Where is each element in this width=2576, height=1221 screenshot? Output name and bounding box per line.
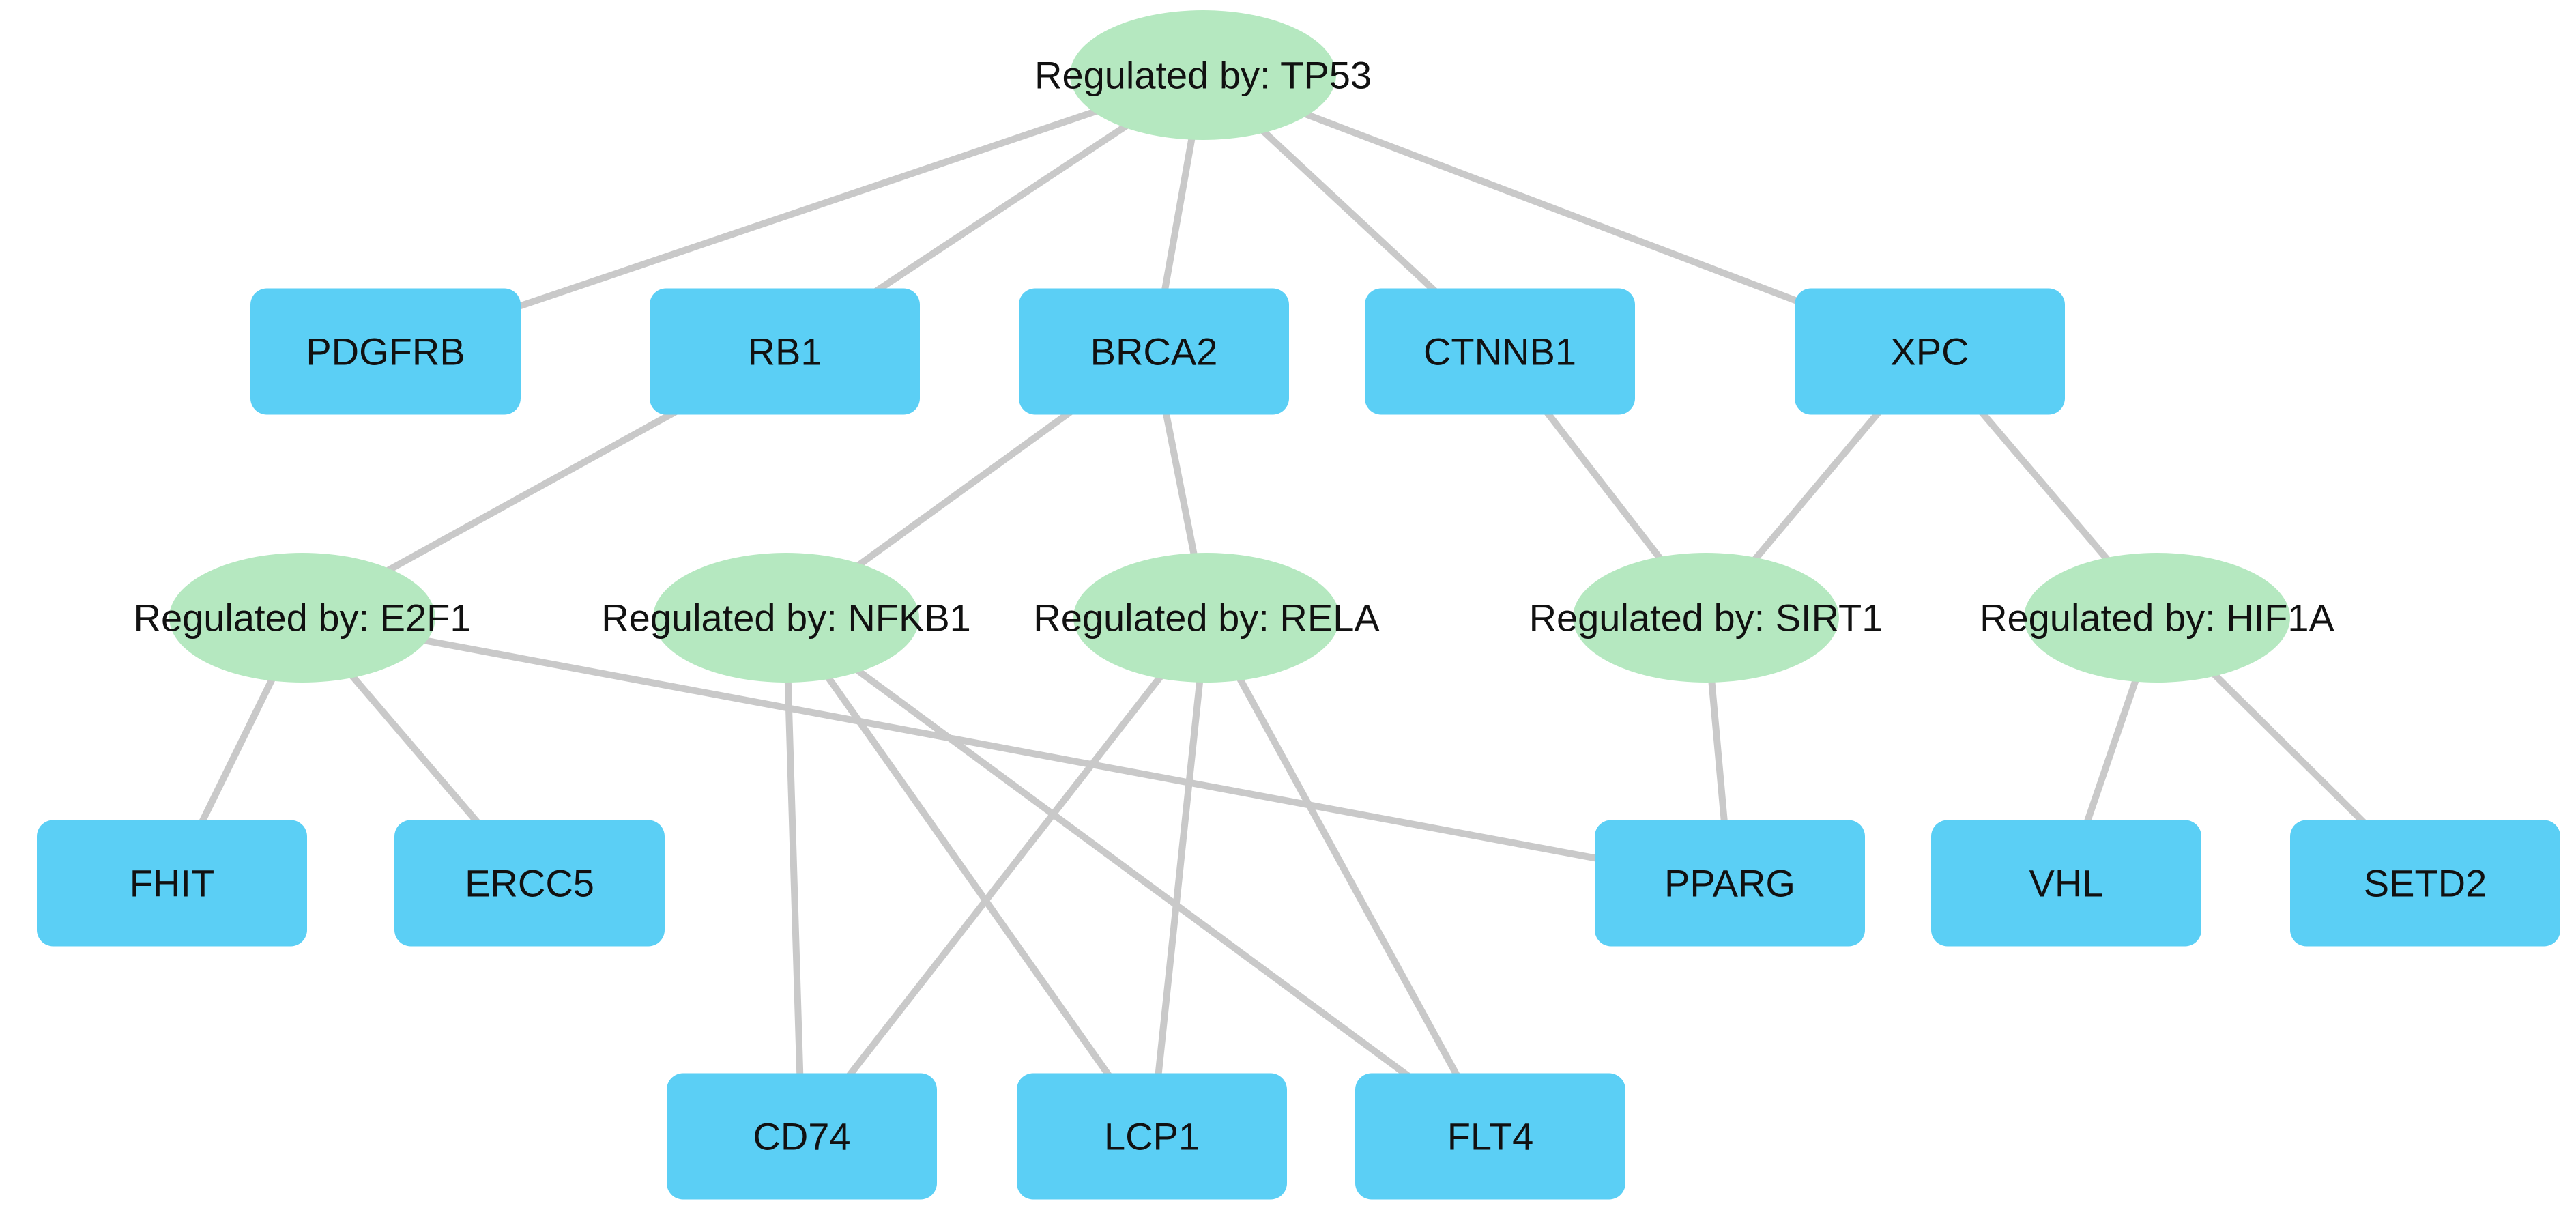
regulator-node-e2f1[interactable]: Regulated by: E2F1 <box>134 553 472 683</box>
gene-node-cd74[interactable]: CD74 <box>667 1073 937 1200</box>
gene-box <box>1931 820 2201 947</box>
gene-node-ctnnb1[interactable]: CTNNB1 <box>1365 288 1635 415</box>
regulator-ellipse <box>653 553 919 683</box>
gene-node-xpc[interactable]: XPC <box>1795 288 2065 415</box>
gene-node-rb1[interactable]: RB1 <box>650 288 920 415</box>
node-label: Regulated by: RELA <box>1033 597 1380 640</box>
gene-box <box>1017 1073 1287 1200</box>
regulator-node-hif1a[interactable]: Regulated by: HIF1A <box>1980 553 2335 683</box>
gene-box <box>1365 288 1635 415</box>
edge-rela-lcp1 <box>1148 614 1210 1140</box>
node-label: CTNNB1 <box>1423 330 1576 373</box>
regulator-ellipse <box>1073 553 1340 683</box>
edge-nfkb1-cd74 <box>783 614 805 1140</box>
gene-node-vhl[interactable]: VHL <box>1931 820 2201 947</box>
node-label: CD74 <box>753 1115 850 1158</box>
node-label: RB1 <box>748 330 822 373</box>
node-label: ERCC5 <box>465 862 594 905</box>
node-label: SETD2 <box>2364 862 2487 905</box>
node-label: Regulated by: SIRT1 <box>1529 597 1883 640</box>
gene-node-lcp1[interactable]: LCP1 <box>1017 1073 1287 1200</box>
gene-node-pparg[interactable]: PPARG <box>1595 820 1865 947</box>
gene-node-ercc5[interactable]: ERCC5 <box>394 820 665 947</box>
regulator-node-nfkb1[interactable]: Regulated by: NFKB1 <box>601 553 971 683</box>
gene-node-flt4[interactable]: FLT4 <box>1355 1073 1625 1200</box>
gene-box <box>1595 820 1865 947</box>
node-label: Regulated by: HIF1A <box>1980 597 2334 640</box>
regulator-node-sirt1[interactable]: Regulated by: SIRT1 <box>1529 553 1883 683</box>
regulator-node-rela[interactable]: Regulated by: RELA <box>1033 553 1380 683</box>
edge-rela-cd74 <box>798 614 1210 1140</box>
gene-node-fhit[interactable]: FHIT <box>37 820 307 947</box>
gene-box <box>1019 288 1289 415</box>
node-label: Regulated by: E2F1 <box>134 597 472 640</box>
node-label: PDGFRB <box>306 330 465 373</box>
node-label: Regulated by: TP53 <box>1034 54 1372 97</box>
node-label: LCP1 <box>1104 1115 1200 1158</box>
gene-box <box>650 288 920 415</box>
edge-e2f1-pparg <box>299 614 1733 887</box>
gene-node-brca2[interactable]: BRCA2 <box>1019 288 1289 415</box>
gene-box <box>37 820 307 947</box>
node-label: PPARG <box>1664 862 1795 905</box>
gene-box <box>2290 820 2560 947</box>
node-label: FHIT <box>130 862 214 905</box>
regulator-ellipse <box>1573 553 1839 683</box>
node-label: XPC <box>1890 330 1969 373</box>
gene-box <box>667 1073 937 1200</box>
node-label: Regulated by: NFKB1 <box>601 597 971 640</box>
node-label: BRCA2 <box>1090 330 1218 373</box>
gene-box <box>250 288 521 415</box>
gene-node-setd2[interactable]: SETD2 <box>2290 820 2560 947</box>
edge-tp53-pdgfrb <box>382 72 1206 355</box>
edge-rela-flt4 <box>1203 614 1494 1140</box>
gene-box <box>1795 288 2065 415</box>
regulator-ellipse <box>169 553 435 683</box>
edge-nfkb1-flt4 <box>783 614 1494 1140</box>
gene-node-pdgfrb[interactable]: PDGFRB <box>250 288 521 415</box>
node-label: FLT4 <box>1447 1115 1534 1158</box>
regulator-node-tp53[interactable]: Regulated by: TP53 <box>1034 10 1372 140</box>
regulator-ellipse <box>2024 553 2290 683</box>
regulator-ellipse <box>1070 10 1336 140</box>
node-label: VHL <box>2029 862 2104 905</box>
gene-box <box>1355 1073 1625 1200</box>
edge-nfkb1-lcp1 <box>783 614 1155 1140</box>
gene-box <box>394 820 665 947</box>
